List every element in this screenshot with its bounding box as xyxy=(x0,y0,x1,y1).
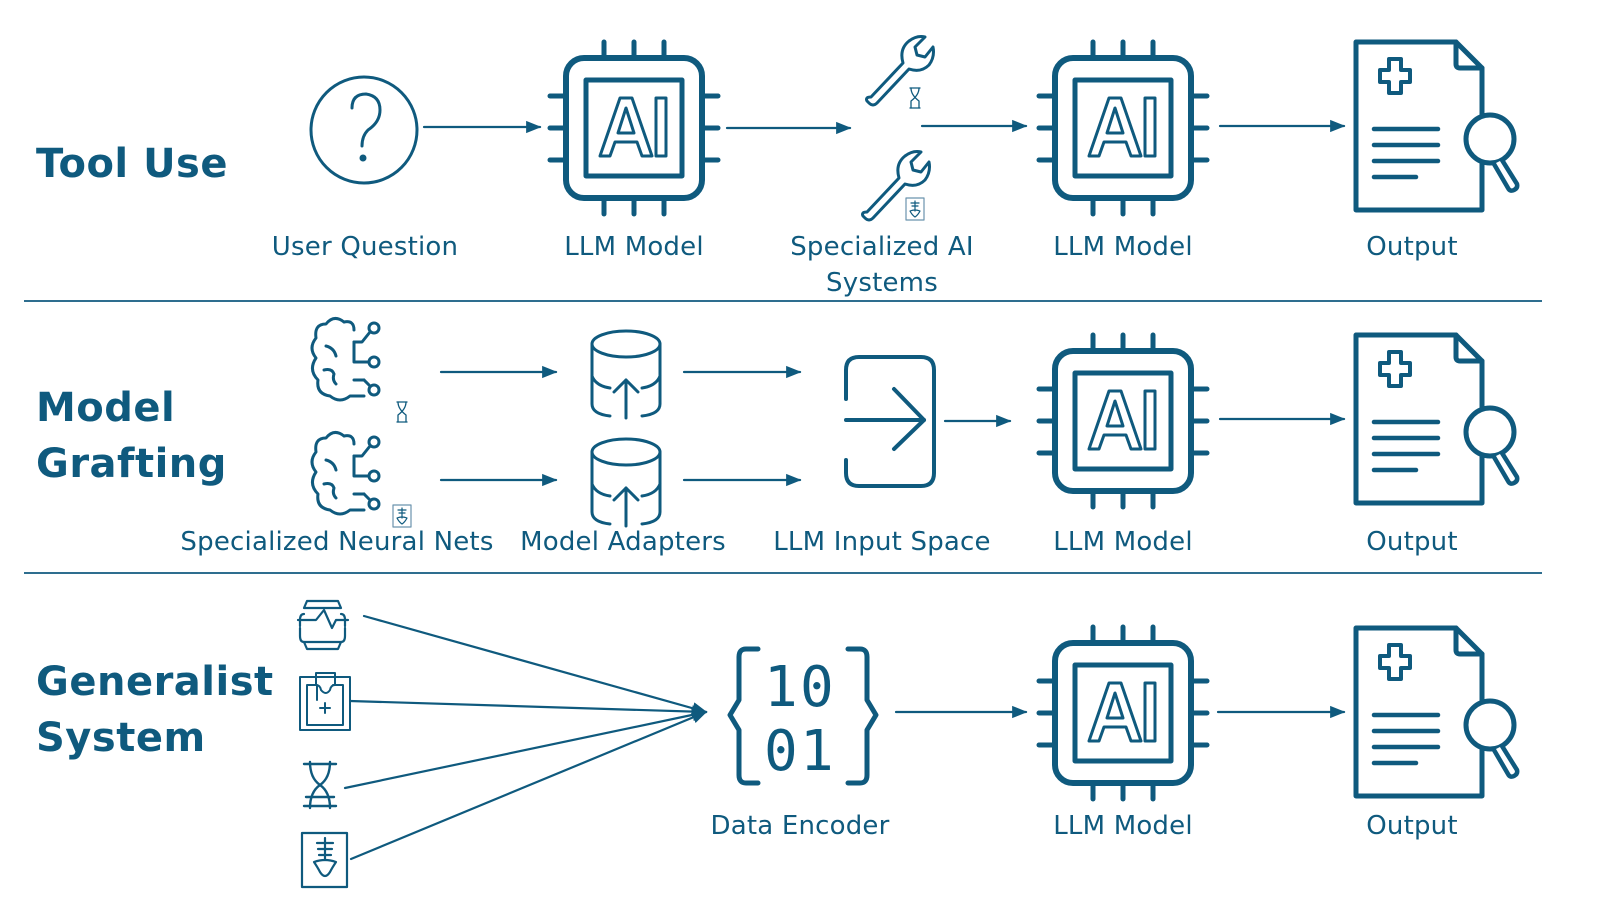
encoder-digit: 1 xyxy=(764,655,798,720)
node-label-model-adapters: Model Adapters xyxy=(520,527,726,557)
ai-chip-icon xyxy=(550,42,718,214)
database-upload-icon xyxy=(590,329,662,420)
neural-brain-icon xyxy=(310,430,381,516)
row-title-model-grafting: Model Grafting xyxy=(36,380,227,492)
dna-icon xyxy=(909,87,921,109)
node-label-llm-model: LLM Model xyxy=(564,232,704,262)
medical-report-search-icon xyxy=(1356,42,1517,210)
encoder-digit: 0 xyxy=(764,719,798,784)
medical-report-search-icon xyxy=(1356,335,1517,503)
node-label-output: Output xyxy=(1366,527,1458,557)
database-upload-icon xyxy=(590,437,662,528)
node-label-user-question: User Question xyxy=(271,232,459,262)
clipboard-medical-icon xyxy=(299,672,351,731)
xray-icon xyxy=(905,197,925,221)
node-label-output: Output xyxy=(1366,811,1458,841)
input-arrow-box-icon xyxy=(844,355,936,488)
label-line: Systems xyxy=(826,268,938,298)
dna-icon xyxy=(396,401,408,423)
flow-arrow xyxy=(348,699,708,718)
binary-braces-icon: 1 0 0 1 xyxy=(727,646,879,786)
label-line: Specialized AI xyxy=(790,232,974,262)
flow-arrow xyxy=(349,710,708,861)
title-line: Grafting xyxy=(36,441,227,487)
dna-icon xyxy=(302,760,338,810)
flow-arrow xyxy=(362,614,708,715)
title-line: System xyxy=(36,715,206,761)
title-line: Model xyxy=(36,385,176,431)
fan-in-arrows xyxy=(343,614,708,861)
row-title-generalist-system: Generalist System xyxy=(36,654,274,766)
title-line: Generalist xyxy=(36,659,274,705)
wearable-monitor-icon xyxy=(296,599,350,651)
encoder-digit: 1 xyxy=(800,719,834,784)
row-title-tool-use: Tool Use xyxy=(36,136,228,192)
medical-report-search-icon xyxy=(1356,628,1517,796)
title-line: Tool Use xyxy=(36,141,228,187)
encoder-digit: 0 xyxy=(800,655,834,720)
flow-arrow xyxy=(343,708,708,790)
node-label-specialized-neural-nets: Specialized Neural Nets xyxy=(180,527,494,557)
node-label-llm-input-space: LLM Input Space xyxy=(773,527,991,557)
xray-icon xyxy=(300,831,349,889)
ai-chip-icon xyxy=(1039,42,1207,214)
question-circle-icon xyxy=(309,75,419,185)
node-label-output: Output xyxy=(1366,232,1458,262)
wrench-icon xyxy=(865,35,935,107)
xray-icon xyxy=(392,504,412,528)
row-divider xyxy=(24,572,1542,574)
node-label-llm-model: LLM Model xyxy=(1053,811,1193,841)
node-label-data-encoder: Data Encoder xyxy=(710,811,890,841)
ai-chip-icon xyxy=(1039,335,1207,507)
node-label-specialized-ai-systems: Specialized AI Systems xyxy=(790,229,974,301)
ai-chip-icon xyxy=(1039,627,1207,799)
neural-brain-icon xyxy=(310,316,381,402)
node-label-llm-model: LLM Model xyxy=(1053,232,1193,262)
wrench-icon xyxy=(861,150,931,222)
row-divider xyxy=(24,300,1542,302)
node-label-llm-model: LLM Model xyxy=(1053,527,1193,557)
